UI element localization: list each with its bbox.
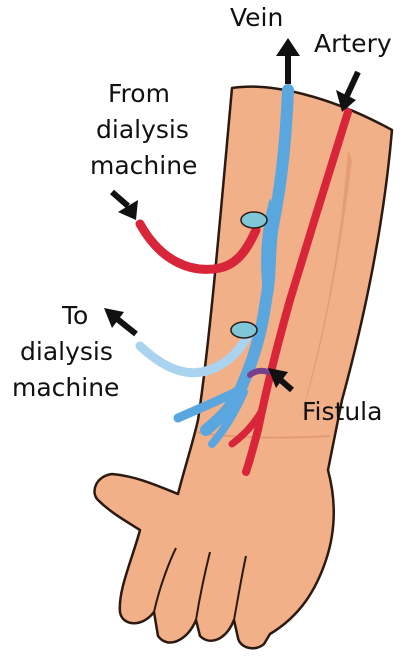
artery-label: Artery bbox=[314, 29, 392, 58]
to-machine-label-line2: dialysis bbox=[20, 337, 113, 366]
from-machine-label-line1: From bbox=[108, 79, 170, 108]
needle-hub-top bbox=[241, 212, 267, 228]
needle-hub-bottom bbox=[231, 322, 257, 338]
to-machine-label-line3: machine bbox=[12, 373, 119, 402]
from-machine-label-line3: machine bbox=[90, 151, 197, 180]
to-machine-label-line1: To bbox=[61, 301, 88, 330]
from-machine-label-line2: dialysis bbox=[96, 115, 189, 144]
vein-label: Vein bbox=[230, 3, 283, 32]
vein-arrow bbox=[276, 38, 300, 84]
fistula-label: Fistula bbox=[302, 397, 382, 426]
to-machine-arrow bbox=[104, 308, 136, 334]
from-machine-arrow bbox=[112, 192, 138, 220]
